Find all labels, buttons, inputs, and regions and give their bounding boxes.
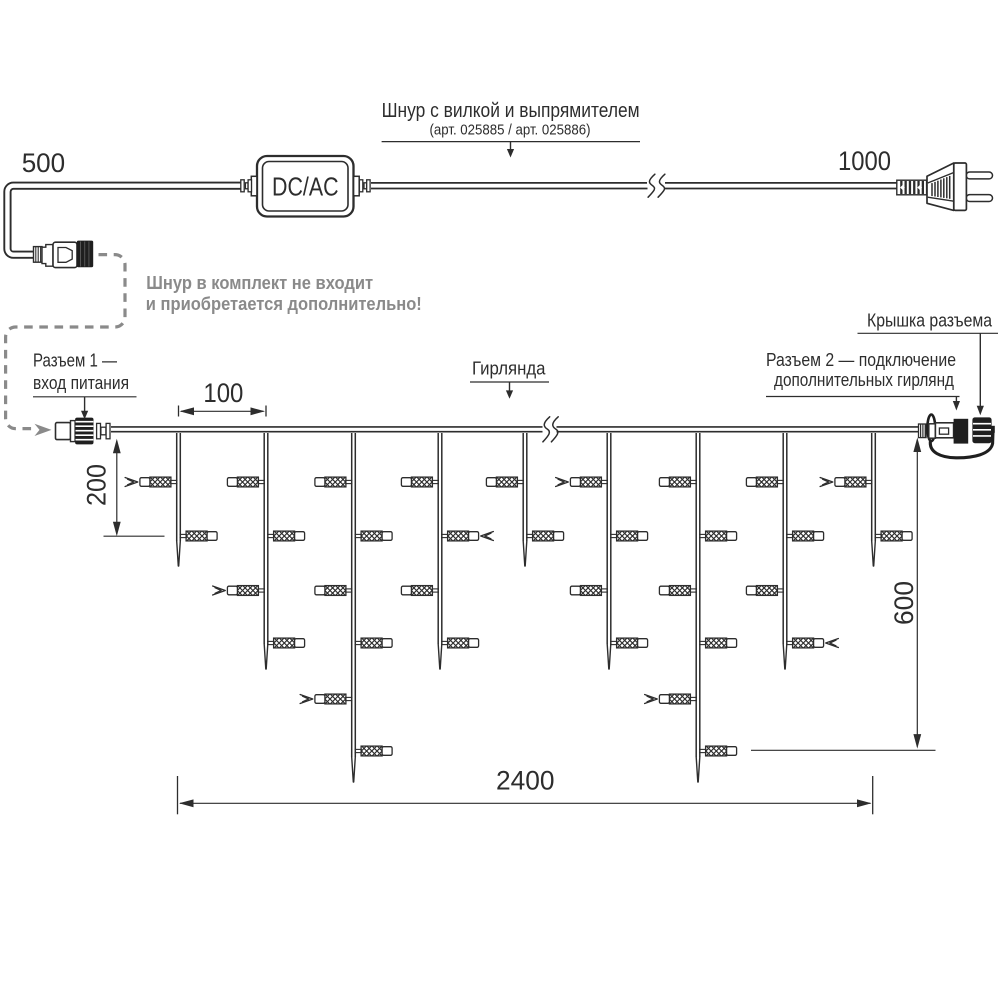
svg-text:DC/AC: DC/AC (272, 172, 339, 202)
svg-text:Разъем 2 — подключение: Разъем 2 — подключение (766, 350, 956, 370)
svg-text:Разъем 1 —: Разъем 1 — (33, 351, 117, 371)
svg-text:вход питания: вход питания (33, 373, 129, 393)
svg-text:500: 500 (22, 148, 65, 178)
svg-text:100: 100 (203, 378, 243, 408)
svg-text:и приобретается дополнительно!: и приобретается дополнительно! (146, 293, 422, 314)
svg-text:Шнур в комплект не входит: Шнур в комплект не входит (146, 272, 373, 293)
svg-text:Гирлянда: Гирлянда (472, 358, 546, 378)
svg-text:200: 200 (82, 464, 112, 506)
svg-text:600: 600 (889, 581, 919, 625)
svg-text:Крышка разъема: Крышка разъема (867, 310, 993, 330)
svg-text:2400: 2400 (496, 766, 555, 796)
svg-text:Шнур с вилкой и выпрямителем: Шнур с вилкой и выпрямителем (382, 100, 640, 122)
svg-text:1000: 1000 (838, 146, 891, 176)
svg-text:дополнительных гирлянд: дополнительных гирлянд (774, 370, 954, 390)
svg-text:(арт. 025885 / арт. 025886): (арт. 025885 / арт. 025886) (430, 123, 591, 139)
